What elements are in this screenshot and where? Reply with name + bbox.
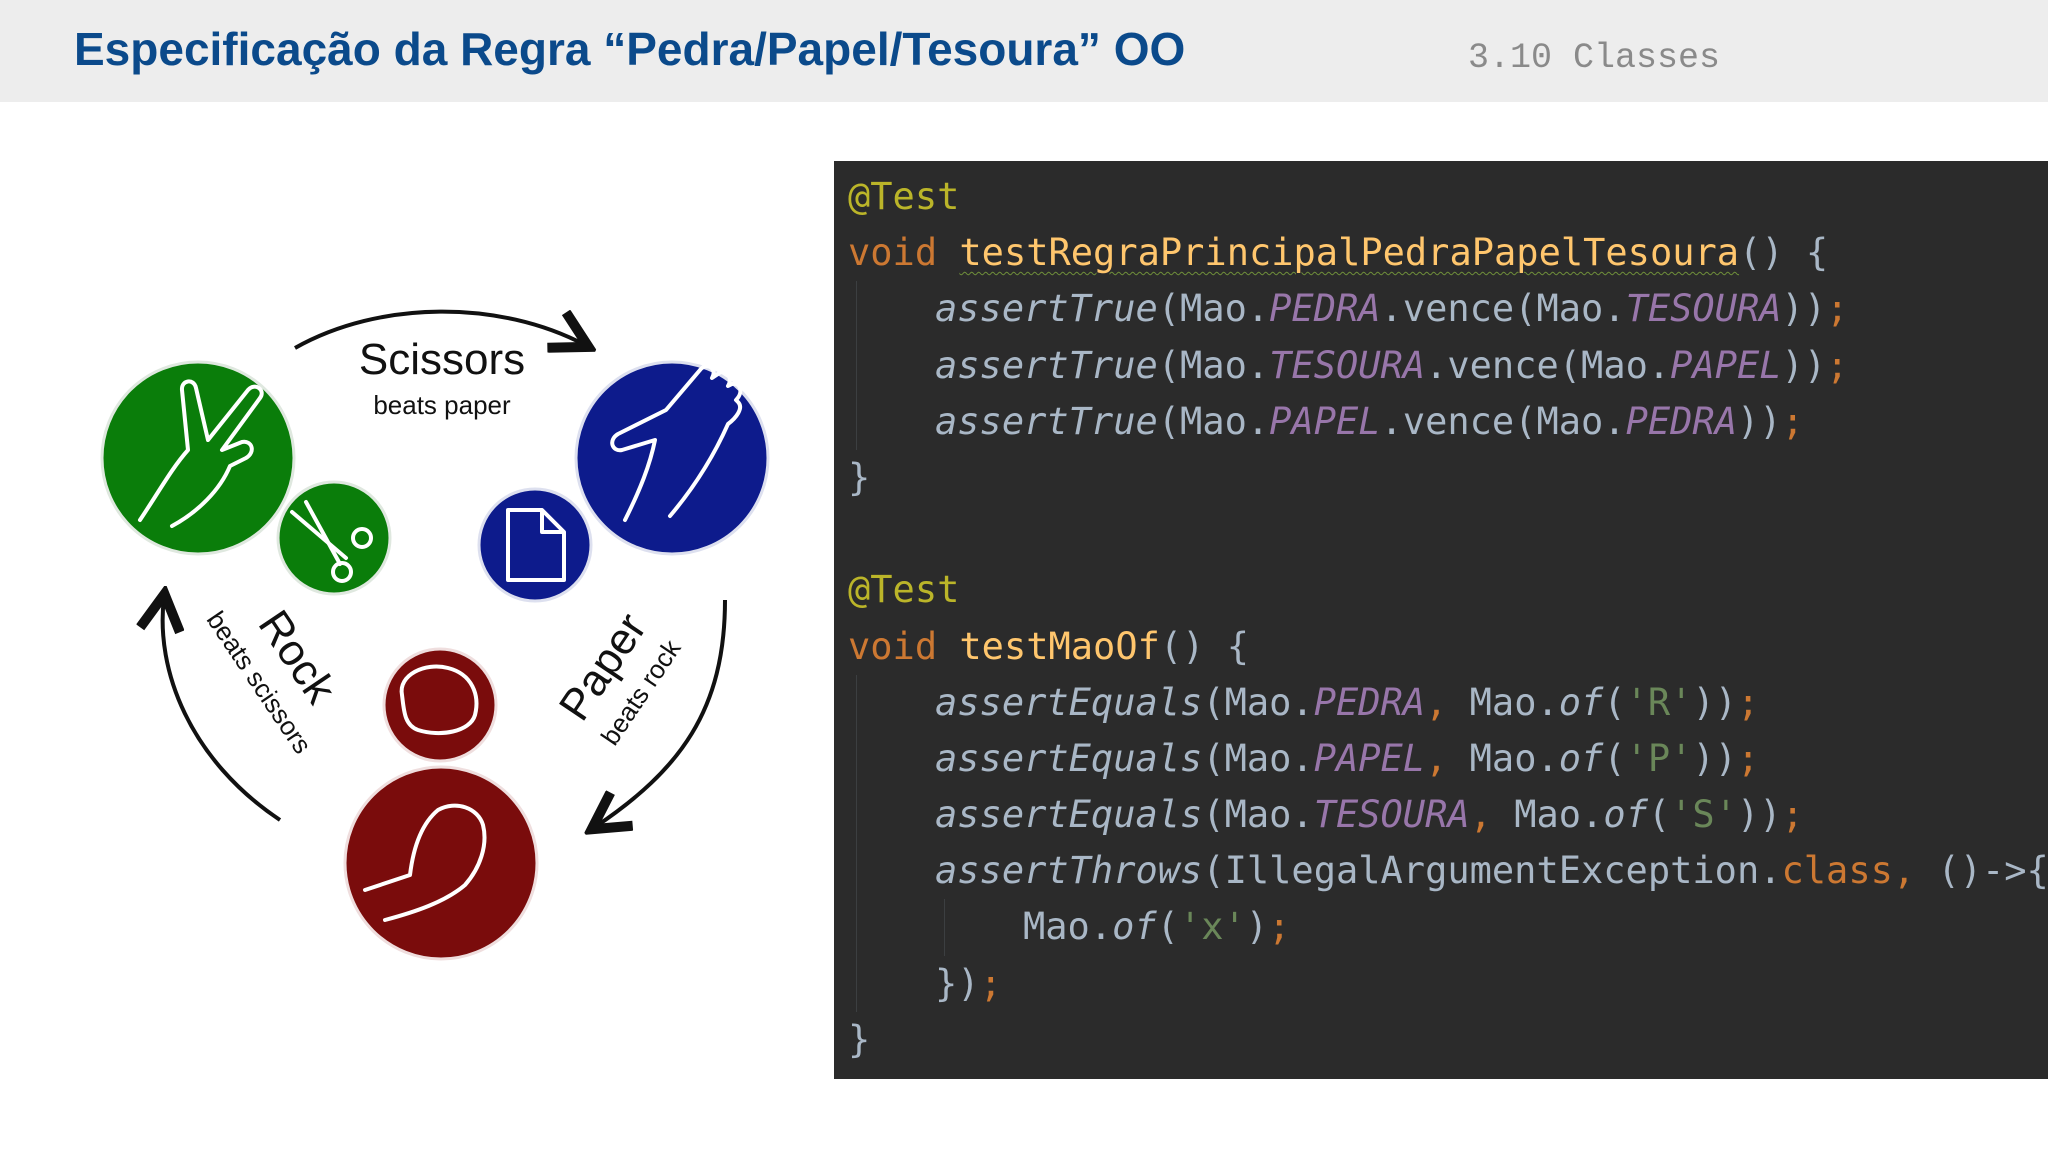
code-line: assertTrue(Mao.PAPEL.vence(Mao.PEDRA));	[834, 393, 2048, 450]
arrow-paper-to-rock	[595, 599, 727, 827]
arrow-scissors-to-paper	[294, 309, 585, 348]
rock-hand-icon	[343, 765, 539, 961]
code-line: assertThrows(IllegalArgumentException.cl…	[834, 843, 2048, 900]
code-line: }	[848, 1017, 871, 1061]
rock-icon	[382, 647, 498, 763]
code-line: assertTrue(Mao.TESOURA.vence(Mao.PAPEL))…	[834, 337, 2048, 394]
section-label: 3.10 Classes	[1468, 38, 1721, 78]
slide-header: Especificação da Regra “Pedra/Papel/Teso…	[0, 0, 2048, 102]
paper-hand-icon	[574, 360, 770, 556]
code-line: void testRegraPrincipalPedraPapelTesoura…	[848, 231, 1829, 275]
method-name-2: testMaoOf	[959, 624, 1160, 668]
indent-guide	[856, 337, 857, 394]
scissors-hand-icon	[100, 360, 296, 556]
annotation-test: @Test	[848, 568, 960, 612]
code-line: @Test	[834, 169, 2048, 225]
code-line: });	[834, 955, 2048, 1012]
code-line: void testMaoOf() {	[848, 624, 1249, 668]
indent-guide	[856, 955, 857, 1012]
indent-guide	[856, 281, 857, 338]
method-name-1: testRegraPrincipalPedraPapelTesoura	[959, 231, 1740, 275]
indent-guide	[856, 843, 857, 900]
paper-document-icon	[477, 487, 593, 603]
code-line: @Test	[834, 562, 2048, 618]
slide-title: Especificação da Regra “Pedra/Papel/Teso…	[74, 23, 1186, 75]
indent-guide	[856, 674, 857, 731]
scissors-label: Scissors	[359, 335, 525, 384]
code-line: assertTrue(Mao.PEDRA.vence(Mao.TESOURA))…	[834, 281, 2048, 338]
code-line: Mao.of('x');	[834, 899, 2048, 956]
code-line: }	[848, 455, 871, 499]
scissors-desc: beats paper	[373, 390, 511, 420]
code-line: assertEquals(Mao.PEDRA, Mao.of('R'));	[834, 674, 2048, 731]
code-editor: @Test void testRegraPrincipalPedraPapelT…	[834, 161, 2048, 1079]
indent-guide	[944, 899, 945, 956]
indent-guide	[856, 787, 857, 844]
code-line: assertEquals(Mao.PAPEL, Mao.of('P'));	[834, 730, 2048, 788]
rock-paper-scissors-diagram: Scissors beats paper Rock beats scissors…	[100, 309, 770, 961]
code-line: assertEquals(Mao.TESOURA, Mao.of('S'));	[834, 787, 2048, 844]
indent-guide	[856, 899, 857, 956]
indent-guide	[856, 730, 857, 788]
indent-guide	[856, 393, 857, 450]
annotation-test: @Test	[848, 175, 960, 218]
code-line-blank	[834, 506, 2048, 562]
scissors-icon	[276, 480, 392, 596]
arrow-rock-to-scissors	[163, 598, 282, 822]
